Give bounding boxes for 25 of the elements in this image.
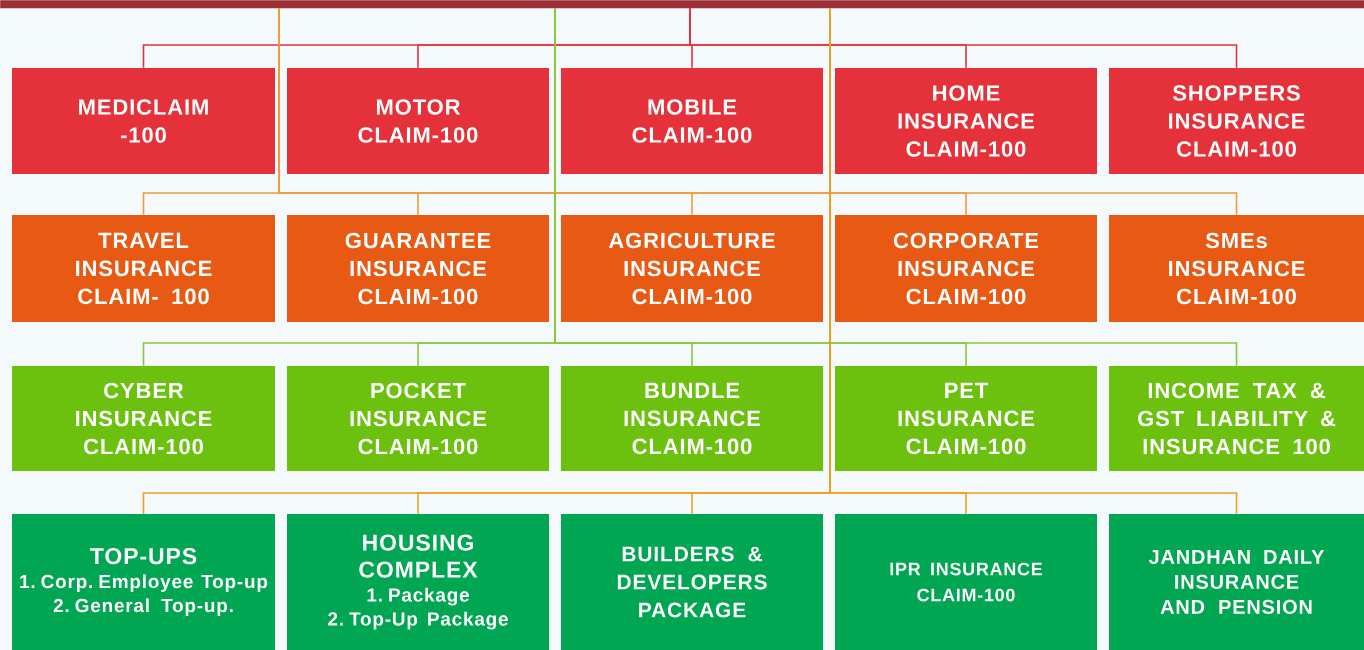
connector-line [829,7,1238,515]
category-box: HOUSING COMPLEX 1. Package 2. Top-Up Package [287,514,549,650]
connector-line [689,7,1238,69]
category-box: MOBILE CLAIM-100 [561,68,823,174]
category-box: GUARANTEE INSURANCE CLAIM-100 [287,215,549,322]
category-box: SHOPPERS INSURANCE CLAIM-100 [1109,68,1364,174]
category-box: MOTOR CLAIM-100 [287,68,549,174]
category-box: CORPORATE INSURANCE CLAIM-100 [835,215,1097,322]
category-box: MEDICLAIM -100 [12,68,275,174]
category-box: TOP-UPS 1. Corp. Employee Top-up 2. General Top-up. [12,514,275,650]
category-box: BUILDERS & DEVELOPERS PACKAGE [561,514,823,650]
header-bar [0,0,1364,9]
category-box: JANDHAN DAILY INSURANCE AND PENSION [1109,514,1364,650]
category-box: SMEs INSURANCE CLAIM-100 [1109,215,1364,322]
category-box: AGRICULTURE INSURANCE CLAIM-100 [561,215,823,322]
category-box: TRAVEL INSURANCE CLAIM- 100 [12,215,275,322]
category-box: BUNDLE INSURANCE CLAIM-100 [561,366,823,471]
category-box: POCKET INSURANCE CLAIM-100 [287,366,549,471]
category-box: HOME INSURANCE CLAIM-100 [835,68,1097,174]
connector-line [278,7,1238,216]
category-box: CYBER INSURANCE CLAIM-100 [12,366,275,471]
category-box: IPR INSURANCE CLAIM-100 [835,514,1097,650]
category-box: INCOME TAX & GST LIABILITY & INSURANCE 100 [1109,366,1364,471]
category-box: PET INSURANCE CLAIM-100 [835,366,1097,471]
connector-line [554,7,1238,367]
